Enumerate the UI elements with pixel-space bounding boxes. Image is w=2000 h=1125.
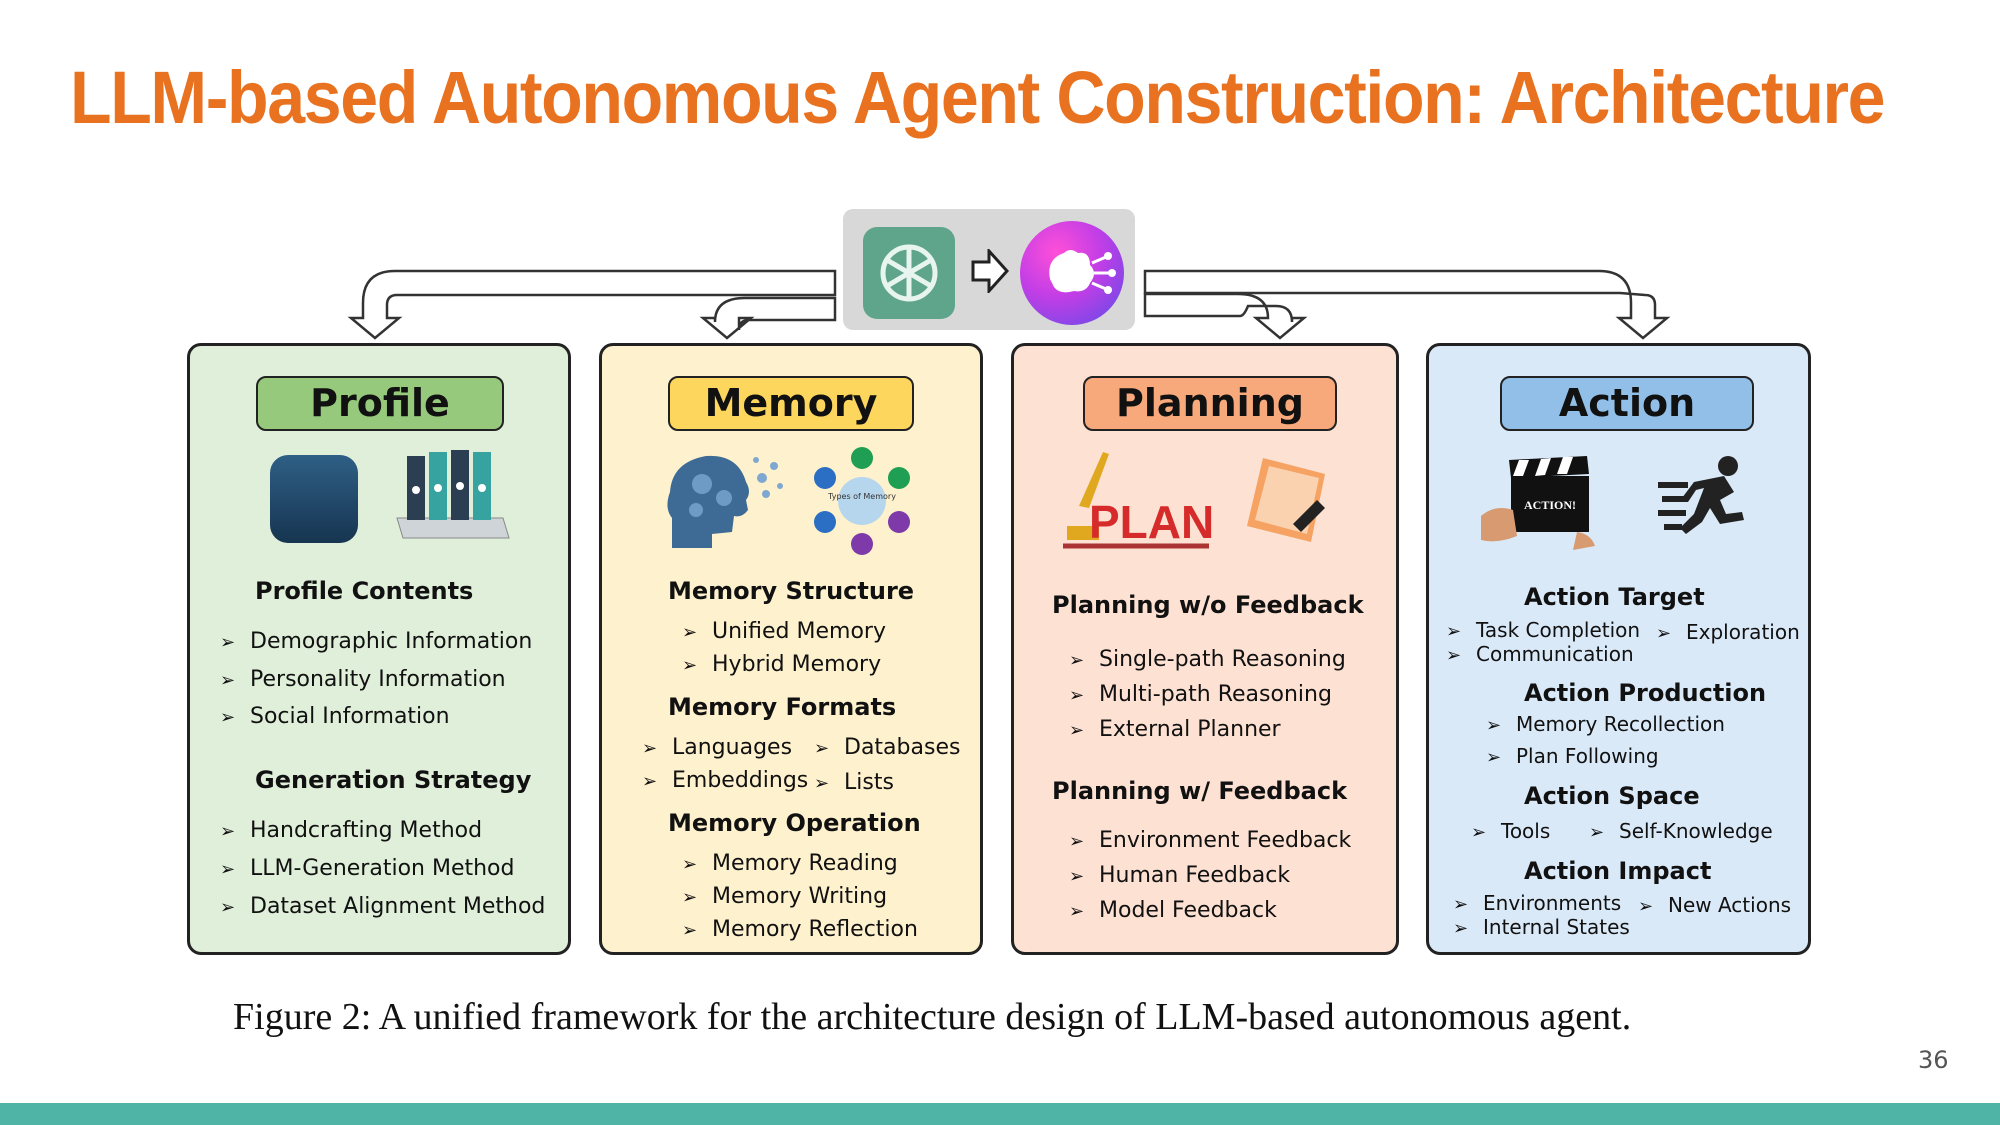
list-item: Single-path Reasoning — [1069, 647, 1346, 672]
documents-pen-icon — [1247, 458, 1325, 542]
head-gears-icon — [667, 455, 783, 548]
profile-panel: Profile Profile Contents Demographic Inf… — [187, 343, 571, 955]
plan-crane-icon: PLAN — [1063, 452, 1214, 549]
list-item: Self-Knowledge — [1589, 819, 1773, 843]
plan-word: PLAN — [1089, 496, 1214, 548]
figure-caption: Figure 2: A unified framework for the ar… — [233, 996, 1632, 1038]
list-item: Databases — [814, 735, 960, 760]
types-of-memory-icon: Types of Memory — [814, 447, 910, 555]
list-item: LLM-Generation Method — [220, 856, 514, 881]
ai-brain-logo-icon — [1020, 221, 1124, 325]
list-item: Plan Following — [1486, 744, 1659, 768]
list-item: Memory Reading — [682, 851, 898, 876]
page-number: 36 — [1918, 1046, 1949, 1074]
section-heading: Action Impact — [1524, 857, 1712, 885]
action-panel: Action ACTION! Action Target Task Comple… — [1426, 343, 1811, 955]
section-heading: Planning w/ Feedback — [1052, 777, 1348, 805]
slide-title: LLM-based Autonomous Agent Construction:… — [70, 56, 1886, 139]
section-heading: Memory Structure — [668, 577, 915, 605]
profile-title: Profile — [256, 376, 504, 431]
memory-title: Memory — [668, 376, 914, 431]
section-heading: Memory Operation — [668, 809, 921, 837]
list-item: Environments — [1453, 891, 1621, 915]
list-item: Tools — [1471, 819, 1550, 843]
section-heading: Planning w/o Feedback — [1052, 591, 1364, 619]
section-heading: Memory Formats — [668, 693, 897, 721]
list-item: Model Feedback — [1069, 898, 1277, 923]
list-item: Dataset Alignment Method — [220, 894, 545, 919]
list-item: Human Feedback — [1069, 863, 1290, 888]
arrow-right-icon — [971, 249, 1009, 293]
list-item: Hybrid Memory — [682, 652, 881, 677]
list-item: Lists — [814, 770, 894, 795]
chatgpt-logo-icon — [863, 227, 955, 319]
section-heading: Action Production — [1524, 679, 1767, 707]
list-item: Handcrafting Method — [220, 818, 482, 843]
list-item: New Actions — [1638, 893, 1791, 917]
section-heading: Action Space — [1524, 782, 1700, 810]
list-item: Exploration — [1656, 620, 1800, 644]
section-heading: Profile Contents — [255, 577, 474, 605]
clapper-text: ACTION! — [1524, 498, 1576, 512]
profile-app-icon — [270, 455, 358, 543]
list-item: Multi-path Reasoning — [1069, 682, 1332, 707]
llm-core-box — [843, 209, 1135, 330]
section-heading: Action Target — [1524, 583, 1705, 611]
clapperboard-icon: ACTION! — [1481, 456, 1595, 550]
list-item: External Planner — [1069, 717, 1281, 742]
list-item: Environment Feedback — [1069, 828, 1351, 853]
list-item: Task Completion — [1446, 618, 1640, 642]
types-of-memory-label: Types of Memory — [827, 492, 896, 501]
list-item: Communication — [1446, 642, 1634, 666]
list-item: Unified Memory — [682, 619, 886, 644]
list-item: Memory Writing — [682, 884, 887, 909]
memory-panel: Memory Types of Memory Memory Structure … — [599, 343, 983, 955]
list-item: Embeddings — [642, 768, 808, 793]
binders-laptop-icon — [396, 450, 510, 539]
list-item: Internal States — [1453, 915, 1630, 939]
list-item: Social Information — [220, 704, 450, 729]
section-heading: Generation Strategy — [255, 766, 532, 794]
running-man-icon — [1658, 456, 1744, 534]
list-item: Personality Information — [220, 667, 506, 692]
list-item: Demographic Information — [220, 629, 532, 654]
list-item: Memory Recollection — [1486, 712, 1725, 736]
planning-panel: Planning PLAN Planning w/o Feedback Sing… — [1011, 343, 1399, 955]
list-item: Languages — [642, 735, 792, 760]
action-title: Action — [1500, 376, 1754, 431]
list-item: Memory Reflection — [682, 917, 918, 942]
planning-title: Planning — [1083, 376, 1337, 431]
footer-bar — [0, 1103, 2000, 1125]
